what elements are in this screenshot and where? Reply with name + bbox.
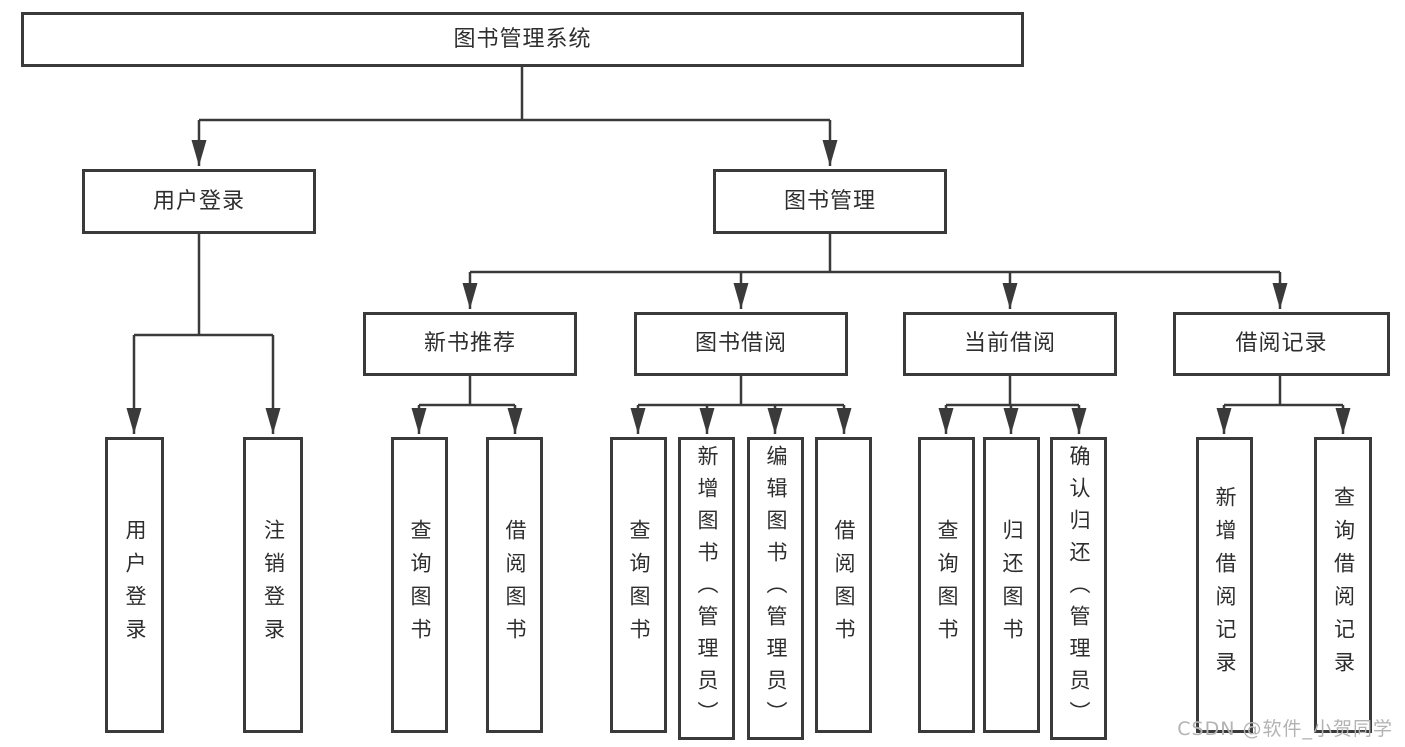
node-book-mgmt-label: 图书管理 bbox=[783, 188, 876, 214]
leaf-user-login: 用户登录 bbox=[105, 437, 164, 733]
leaf-edit-books-admin: 编辑图书（管理员） bbox=[747, 437, 804, 740]
leaf-logout-login: 注销登录 bbox=[243, 437, 303, 733]
node-current-borrowing-label: 当前借阅 bbox=[963, 331, 1056, 356]
leaf-confirm-return-admin-label: 确认归还（管理员） bbox=[1067, 444, 1091, 733]
node-book-borrowing-label: 图书借阅 bbox=[694, 331, 787, 356]
leaf-add-borrow-record: 新增借阅记录 bbox=[1196, 437, 1253, 733]
leaf-logout-login-label: 注销登录 bbox=[261, 519, 286, 651]
leaf-query-books-recommend-label: 查询图书 bbox=[408, 519, 432, 651]
leaf-return-books-label: 归还图书 bbox=[1000, 519, 1024, 651]
node-borrowing-records-label: 借阅记录 bbox=[1235, 331, 1328, 356]
leaf-add-borrow-record-label: 新增借阅记录 bbox=[1213, 486, 1237, 684]
node-root-label: 图书管理系统 bbox=[453, 26, 592, 52]
node-borrowing-records: 借阅记录 bbox=[1173, 312, 1390, 376]
node-new-book-recommend-label: 新书推荐 bbox=[423, 331, 516, 356]
node-user-login-label: 用户登录 bbox=[152, 188, 245, 214]
leaf-borrow-books-borrowing: 借阅图书 bbox=[815, 437, 872, 733]
node-new-book-recommend: 新书推荐 bbox=[363, 312, 577, 376]
leaf-borrow-books-borrowing-label: 借阅图书 bbox=[832, 519, 856, 651]
node-current-borrowing: 当前借阅 bbox=[903, 312, 1117, 376]
leaf-query-books-current: 查询图书 bbox=[918, 437, 975, 733]
leaf-add-books-admin-label: 新增图书（管理员） bbox=[695, 444, 719, 733]
leaf-query-borrow-record: 查询借阅记录 bbox=[1314, 437, 1372, 733]
leaf-borrow-books-recommend-label: 借阅图书 bbox=[503, 519, 527, 651]
leaf-query-books-borrowing: 查询图书 bbox=[610, 437, 667, 733]
leaf-query-books-current-label: 查询图书 bbox=[935, 519, 959, 651]
watermark-text: CSDN @软件_小贺同学 bbox=[1177, 718, 1393, 740]
leaf-confirm-return-admin: 确认归还（管理员） bbox=[1050, 437, 1107, 740]
node-book-mgmt: 图书管理 bbox=[713, 169, 947, 234]
leaf-query-books-recommend: 查询图书 bbox=[391, 437, 448, 733]
leaf-query-books-borrowing-label: 查询图书 bbox=[627, 519, 651, 651]
leaf-edit-books-admin-label: 编辑图书（管理员） bbox=[764, 444, 788, 733]
node-user-login: 用户登录 bbox=[82, 169, 316, 234]
leaf-borrow-books-recommend: 借阅图书 bbox=[486, 437, 543, 733]
leaf-query-borrow-record-label: 查询借阅记录 bbox=[1331, 486, 1356, 684]
leaf-add-books-admin: 新增图书（管理员） bbox=[678, 437, 735, 740]
leaf-user-login-label: 用户登录 bbox=[123, 519, 147, 651]
node-root: 图书管理系统 bbox=[21, 12, 1024, 67]
leaf-return-books: 归还图书 bbox=[983, 437, 1040, 733]
node-book-borrowing: 图书借阅 bbox=[634, 312, 848, 376]
